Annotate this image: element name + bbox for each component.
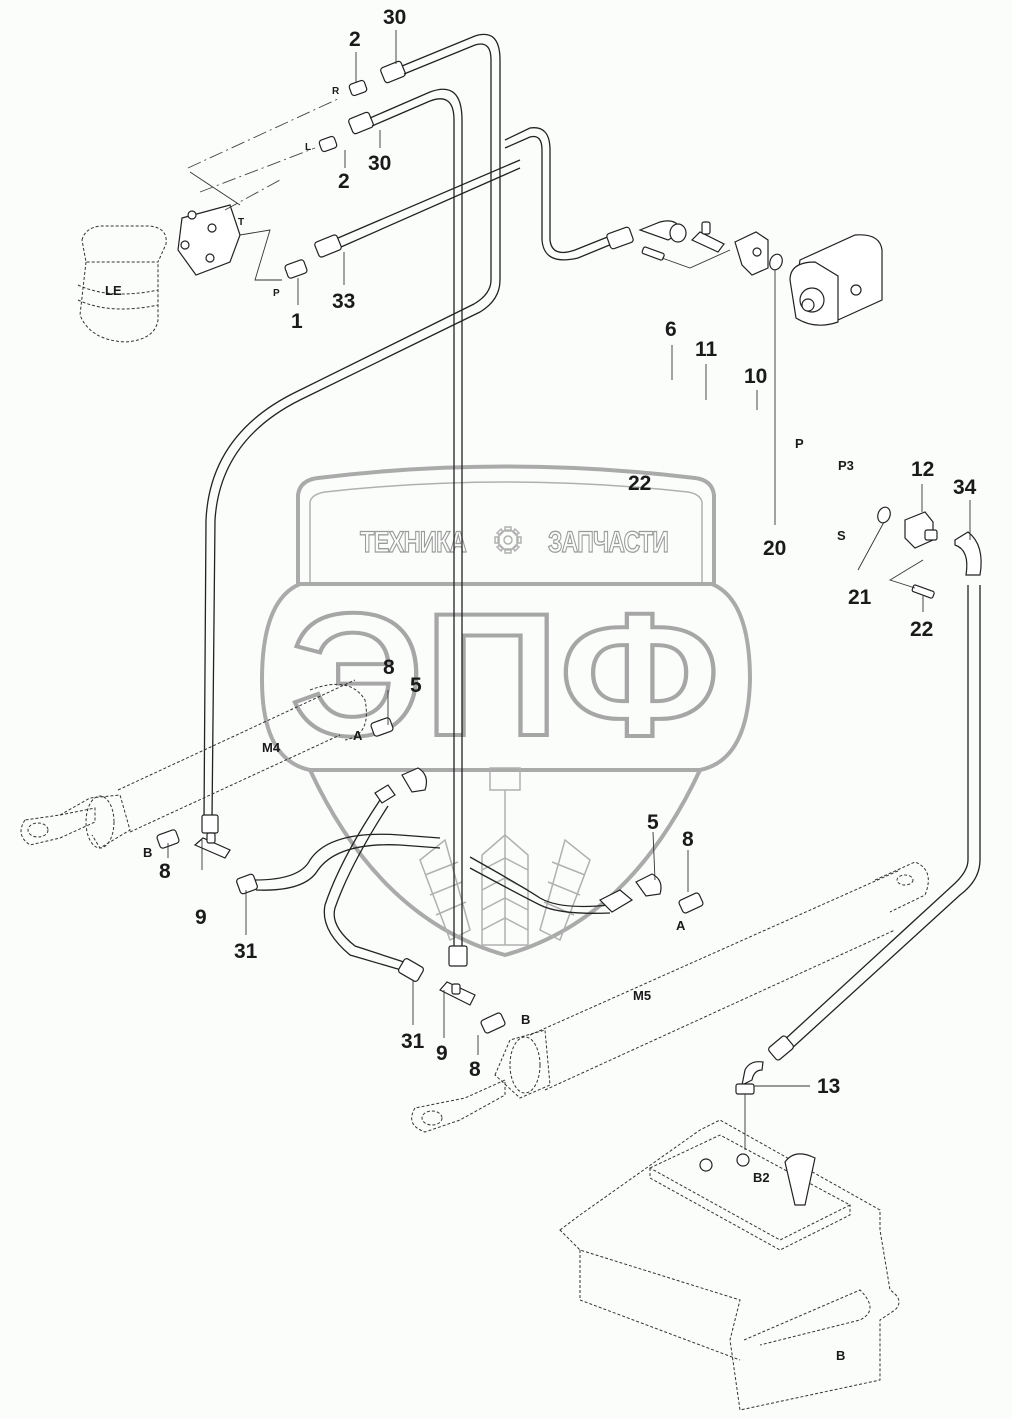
gear-icon xyxy=(494,526,522,554)
callout-5-m4[interactable]: 5 xyxy=(410,674,422,697)
callout-8-m5a[interactable]: 8 xyxy=(682,828,694,851)
callout-9-left[interactable]: 9 xyxy=(195,906,207,929)
pump-P3: P3 P S xyxy=(789,234,883,543)
hose-5-loop xyxy=(323,784,425,982)
callout-6[interactable]: 6 xyxy=(665,318,677,341)
watermark-shield-top-inner xyxy=(309,481,703,583)
callout-31-mid[interactable]: 31 xyxy=(401,1030,425,1053)
cylinder-M5-label: M5 xyxy=(633,988,651,1003)
port-label-P: P xyxy=(273,288,280,299)
flange-10 xyxy=(734,231,769,276)
callout-9-mid[interactable]: 9 xyxy=(436,1042,448,1065)
o-ring-21 xyxy=(877,506,891,524)
callout-1[interactable]: 1 xyxy=(291,310,303,333)
callouts: 30 2 30 2 1 33 6 11 10 22 20 12 34 21 22… xyxy=(159,6,977,1098)
hose-30-top xyxy=(201,33,501,834)
port-label-R: R xyxy=(332,86,340,97)
hose-30-mid xyxy=(348,88,468,967)
tank-port-B2: B2 xyxy=(753,1170,770,1185)
callout-22-left[interactable]: 22 xyxy=(628,472,651,495)
hose-to-pump xyxy=(504,127,634,261)
port-label-T: T xyxy=(238,217,244,228)
callout-21[interactable]: 21 xyxy=(848,586,872,609)
callout-5-m5[interactable]: 5 xyxy=(647,811,659,834)
hose-33 xyxy=(314,159,521,258)
m5-port-A: A xyxy=(676,918,686,933)
flange-12 xyxy=(904,511,938,549)
pump-label: P3 xyxy=(838,458,854,473)
cylinder-M5: M5 A B xyxy=(411,861,929,1133)
tee-11 xyxy=(690,221,725,253)
watermark: ТЕХНИКА ЗАПЧАСТИ ЭПФ xyxy=(259,464,753,958)
elbow-13 xyxy=(735,1061,764,1150)
callout-10[interactable]: 10 xyxy=(744,365,767,388)
screw-22-left xyxy=(641,246,665,261)
callout-8-m5b[interactable]: 8 xyxy=(469,1058,481,1081)
hose-31-left xyxy=(236,833,441,895)
cylinder-M4: M4 A B xyxy=(20,679,367,860)
steering-flange: T R L P xyxy=(177,86,341,299)
fitting-1 xyxy=(284,259,308,279)
hose-34 xyxy=(768,531,982,1061)
m4-port-B: B xyxy=(143,845,152,860)
callout-22-right[interactable]: 22 xyxy=(910,618,933,641)
port-label-L: L xyxy=(305,142,311,153)
watermark-shield-band xyxy=(259,582,753,958)
callout-33[interactable]: 33 xyxy=(332,290,355,313)
callout-11[interactable]: 11 xyxy=(695,338,718,361)
fitting-2-mid xyxy=(318,135,338,153)
callout-8-m4b[interactable]: 8 xyxy=(159,860,171,883)
callout-20[interactable]: 20 xyxy=(763,537,786,560)
watermark-text-right: ЗАПЧАСТИ xyxy=(548,526,668,559)
watermark-shield-top xyxy=(296,464,716,585)
pump-port-P: P xyxy=(795,436,804,451)
o-ring-20 xyxy=(769,253,783,271)
leader-lines xyxy=(167,30,971,1087)
callout-30-top[interactable]: 30 xyxy=(383,6,406,29)
m4-port-A: A xyxy=(353,728,363,743)
steering-unit-label: LE xyxy=(105,283,122,298)
tank-label: B xyxy=(836,1348,845,1363)
callout-34[interactable]: 34 xyxy=(953,476,977,499)
watermark-text-left: ТЕХНИКА xyxy=(360,526,466,559)
hose-to-m5 xyxy=(469,856,634,914)
wheat-icon xyxy=(419,767,591,946)
steering-unit: LE xyxy=(77,225,167,343)
m5-port-B: B xyxy=(521,1012,530,1027)
pump-leaders xyxy=(661,249,924,589)
pump-port-S: S xyxy=(837,528,846,543)
callout-12[interactable]: 12 xyxy=(911,458,934,481)
fitting-6 xyxy=(638,220,687,243)
callout-13[interactable]: 13 xyxy=(817,1075,840,1098)
fitting-2-top xyxy=(348,79,368,97)
cylinder-M4-label: M4 xyxy=(262,740,281,755)
m4-fittings xyxy=(156,717,428,859)
watermark-logo-letters: ЭПФ xyxy=(290,578,720,773)
callout-30-mid[interactable]: 30 xyxy=(368,152,391,175)
callout-8-m4a[interactable]: 8 xyxy=(383,656,395,679)
m5-fittings xyxy=(439,873,704,1034)
callout-2-top[interactable]: 2 xyxy=(349,28,361,51)
callout-31-left[interactable]: 31 xyxy=(234,940,258,963)
tank: B B2 xyxy=(559,1119,900,1411)
callout-2-mid[interactable]: 2 xyxy=(338,170,350,193)
